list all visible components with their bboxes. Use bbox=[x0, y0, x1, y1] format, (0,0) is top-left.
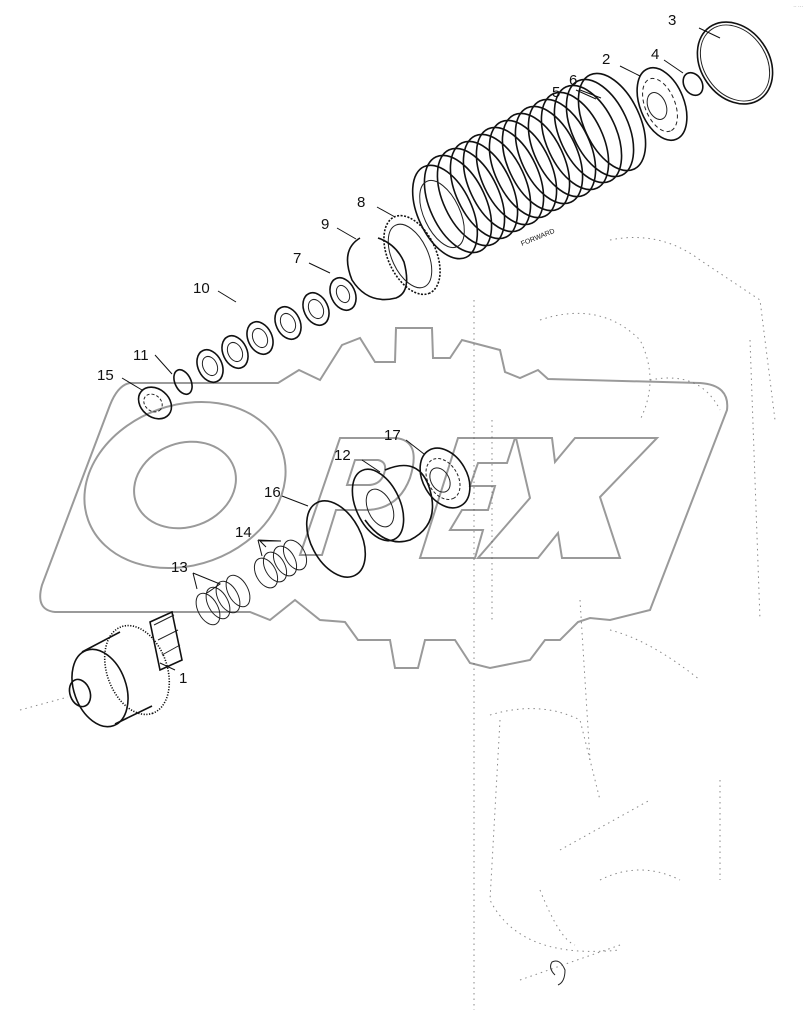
part-13-springs bbox=[195, 574, 251, 626]
part-3-large-snap-ring bbox=[696, 21, 774, 105]
ghost-housing bbox=[473, 237, 776, 1010]
part-9-snap-ring bbox=[346, 237, 408, 301]
part-8-pressure-plate bbox=[383, 214, 441, 296]
callout-17: 17 bbox=[384, 427, 401, 444]
corner-mark: ·· ··· bbox=[793, 4, 803, 10]
part-12-piston-housing bbox=[351, 464, 434, 543]
part-15-bearing bbox=[137, 386, 173, 420]
callout-2: 2 bbox=[602, 51, 610, 68]
watermark-frame bbox=[39, 327, 729, 670]
callout-6: 6 bbox=[569, 72, 577, 89]
direction-label: FORWARD bbox=[520, 228, 556, 248]
callout-labels: 3 2 4 6 5 8 9 7 10 11 15 17 12 16 14 13 … bbox=[97, 12, 676, 687]
watermark-letter-p-bowl bbox=[345, 459, 387, 486]
ghost-hook bbox=[550, 960, 566, 986]
callout-16: 16 bbox=[264, 484, 281, 501]
part-5-6-clutch-pack bbox=[411, 72, 647, 260]
watermark-opex bbox=[39, 327, 729, 670]
part-4-small-ring bbox=[682, 71, 704, 97]
callout-11: 11 bbox=[133, 347, 149, 364]
callout-5: 5 bbox=[552, 84, 560, 101]
callout-4: 4 bbox=[651, 46, 659, 63]
callout-15: 15 bbox=[97, 367, 114, 384]
watermark-letter-o-inner bbox=[133, 440, 237, 530]
callout-1: 1 bbox=[179, 670, 187, 687]
callout-14: 14 bbox=[235, 524, 252, 541]
part-16-seal-ring bbox=[305, 500, 367, 578]
callout-9: 9 bbox=[321, 216, 329, 233]
callout-10: 10 bbox=[193, 280, 210, 297]
callout-13: 13 bbox=[171, 559, 188, 576]
part-14-springs bbox=[253, 539, 308, 589]
watermark-letter-o-outer bbox=[83, 400, 287, 570]
callout-3: 3 bbox=[668, 12, 676, 29]
part-1-gear-shaft bbox=[19, 610, 183, 728]
callout-7: 7 bbox=[293, 250, 301, 267]
callout-leaders bbox=[121, 27, 721, 671]
part-7-10-washers bbox=[196, 276, 357, 384]
part-17-bearing-race bbox=[419, 447, 471, 509]
watermark-letter-p bbox=[298, 437, 415, 556]
callout-12: 12 bbox=[334, 447, 351, 464]
watermark-letter-x bbox=[475, 437, 660, 559]
part-11-retaining-ring bbox=[173, 368, 193, 396]
callout-8: 8 bbox=[357, 194, 365, 211]
